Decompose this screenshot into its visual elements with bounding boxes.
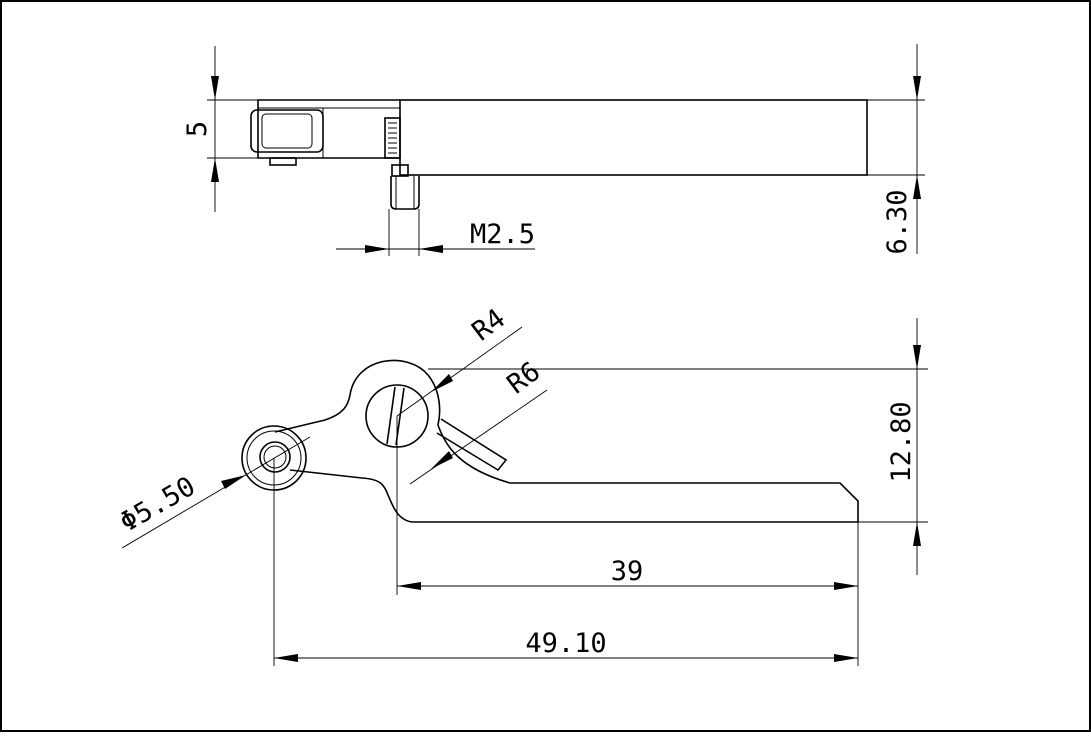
dim-thread-label: M2.5 [470, 219, 535, 250]
dim-roller-diameter-label: Φ5.50 [115, 471, 201, 538]
dim-pivot-radius: R4 [396, 303, 523, 417]
dim-outer-radius-label: R6 [502, 356, 547, 400]
dim-thickness-top: 6.30 [867, 44, 925, 255]
dim-arm-length: 39 [397, 556, 858, 590]
bracket-top [257, 99, 400, 159]
top-view: 5 M2.5 6.30 [182, 44, 925, 256]
lever-outline [274, 359, 859, 523]
dim-arm-length-label: 39 [611, 556, 644, 587]
dim-height-side: 12.80 [428, 318, 928, 575]
dim-pivot-radius-label: R4 [467, 303, 512, 347]
dim-thread: M2.5 [336, 209, 535, 256]
side-view: R4 R6 Φ5.50 12.80 [115, 303, 928, 666]
dim-thickness-top-label: 6.30 [882, 189, 913, 254]
arm-body-top [399, 99, 868, 176]
dim-outer-radius: R6 [409, 356, 548, 485]
screw-top [390, 164, 420, 210]
dim-overall-length-label: 49.10 [525, 628, 606, 659]
dim-height-top-label: 5 [182, 121, 213, 137]
spring-top [384, 117, 401, 159]
dim-roller-diameter: Φ5.50 [115, 436, 311, 549]
dim-overall-length: 49.10 [274, 628, 858, 662]
dim-height-side-label: 12.80 [886, 401, 917, 482]
spring-leg-side [436, 418, 508, 472]
dim-height-top: 5 [182, 46, 258, 212]
